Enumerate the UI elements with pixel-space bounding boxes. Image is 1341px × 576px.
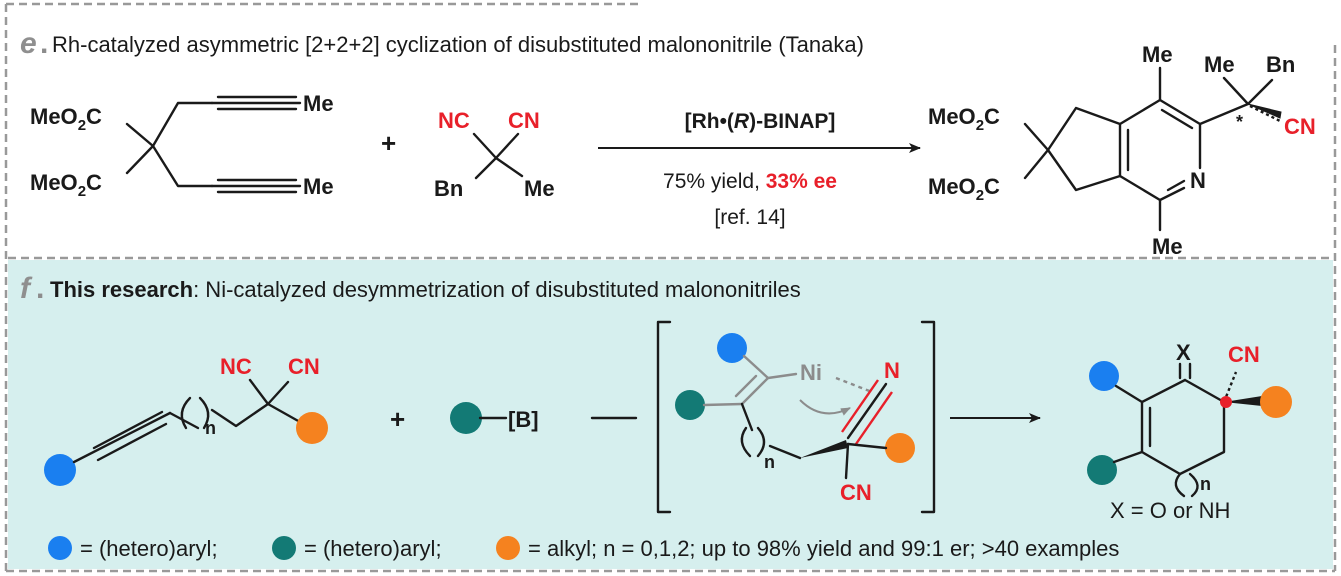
- alkynyl-malononitrile: n NC CN: [44, 354, 328, 486]
- svg-text:N: N: [1190, 168, 1206, 193]
- legend-blue-dot: [48, 536, 72, 560]
- svg-text:n: n: [205, 418, 216, 438]
- teal-substituent-dot: [1087, 455, 1117, 485]
- stereocenter-dot: [1220, 396, 1232, 408]
- svg-text:.: .: [40, 27, 48, 60]
- pyridine-product: MeO2C MeO2C N Me Me Me Bn * CN: [928, 42, 1316, 259]
- svg-text:MeO2C: MeO2C: [928, 104, 1000, 134]
- legend-blue-text: = (hetero)aryl;: [80, 536, 218, 561]
- svg-text:Bn: Bn: [434, 176, 463, 201]
- right-bracket: [920, 320, 936, 514]
- svg-text:Me: Me: [1152, 234, 1183, 259]
- catalyst-label: [Rh•(R)-BINAP]: [685, 110, 836, 133]
- svg-text:CN: CN: [1228, 342, 1260, 367]
- svg-text:*: *: [1236, 112, 1243, 132]
- panel-f-title: This research: Ni-catalyzed desymmetriza…: [50, 277, 801, 302]
- svg-text:n: n: [1200, 474, 1211, 494]
- orange-substituent-dot: [885, 433, 915, 463]
- svg-text:N: N: [884, 358, 900, 383]
- cyclohexenone-product: X n CN X = O or NH: [1087, 340, 1292, 523]
- legend-orange-dot: [496, 536, 520, 560]
- legend-teal-text: = (hetero)aryl;: [304, 536, 442, 561]
- svg-text:NC: NC: [438, 108, 470, 133]
- svg-text:Me: Me: [303, 91, 334, 116]
- svg-text:CN: CN: [508, 108, 540, 133]
- panel-e: e . Rh-catalyzed asymmetric [2+2+2] cycl…: [20, 27, 1316, 259]
- svg-text:X: X: [1176, 340, 1191, 365]
- panel-e-letter: e: [20, 27, 37, 60]
- aryl-boron-reagent: [B]: [450, 402, 539, 434]
- svg-text:MeO2C: MeO2C: [30, 170, 102, 200]
- panel-e-title: Rh-catalyzed asymmetric [2+2+2] cyclizat…: [52, 32, 864, 57]
- reaction-arrow-e: [Rh•(R)-BINAP] 75% yield, 33% ee [ref. 1…: [598, 110, 921, 229]
- panel-f-background: [8, 260, 1333, 569]
- svg-text:CN: CN: [288, 354, 320, 379]
- left-bracket: [656, 320, 672, 514]
- svg-text:Ni: Ni: [800, 360, 822, 385]
- svg-text:Me: Me: [1142, 42, 1173, 67]
- plus-sign-f: +: [390, 404, 405, 434]
- svg-text:MeO2C: MeO2C: [928, 174, 1000, 204]
- svg-text:Me: Me: [303, 174, 334, 199]
- x-definition-label: X = O or NH: [1110, 498, 1230, 523]
- teal-substituent-dot: [675, 390, 705, 420]
- legend-teal-dot: [272, 536, 296, 560]
- blue-substituent-dot: [717, 333, 747, 363]
- malononitrile-e: NC CN Bn Me: [434, 108, 555, 201]
- svg-text:MeO2C: MeO2C: [30, 104, 102, 134]
- reference-label: [ref. 14]: [714, 206, 785, 229]
- legend-orange-text: = alkyl; n = 0,1,2; up to 98% yield and …: [528, 536, 1119, 561]
- svg-text:n: n: [764, 452, 775, 472]
- svg-text:.: .: [36, 272, 44, 305]
- blue-substituent-dot: [44, 454, 76, 486]
- svg-text:Me: Me: [524, 176, 555, 201]
- blue-substituent-dot: [1089, 361, 1119, 391]
- nickel-intermediate: Ni N n CN: [675, 333, 915, 505]
- panel-f-letter: f: [20, 272, 33, 305]
- svg-text:CN: CN: [840, 480, 872, 505]
- svg-text:Bn: Bn: [1266, 52, 1295, 77]
- svg-text:CN: CN: [1284, 114, 1316, 139]
- legend: = (hetero)aryl; = (hetero)aryl; = alkyl;…: [48, 536, 1119, 561]
- teal-substituent-dot: [450, 402, 482, 434]
- orange-substituent-dot: [296, 412, 328, 444]
- panel-f: f . This research: Ni-catalyzed desymmet…: [20, 272, 1292, 561]
- orange-substituent-dot: [1260, 386, 1292, 418]
- svg-text:NC: NC: [220, 354, 252, 379]
- diyne-malonate: MeO2C MeO2C Me Me: [30, 91, 334, 200]
- svg-text:[B]: [B]: [508, 407, 539, 432]
- svg-text:Me: Me: [1204, 52, 1235, 77]
- dashed-frame: [4, 2, 1337, 573]
- yield-ee-label: 75% yield, 33% ee: [663, 170, 837, 193]
- plus-sign-e: +: [381, 128, 396, 158]
